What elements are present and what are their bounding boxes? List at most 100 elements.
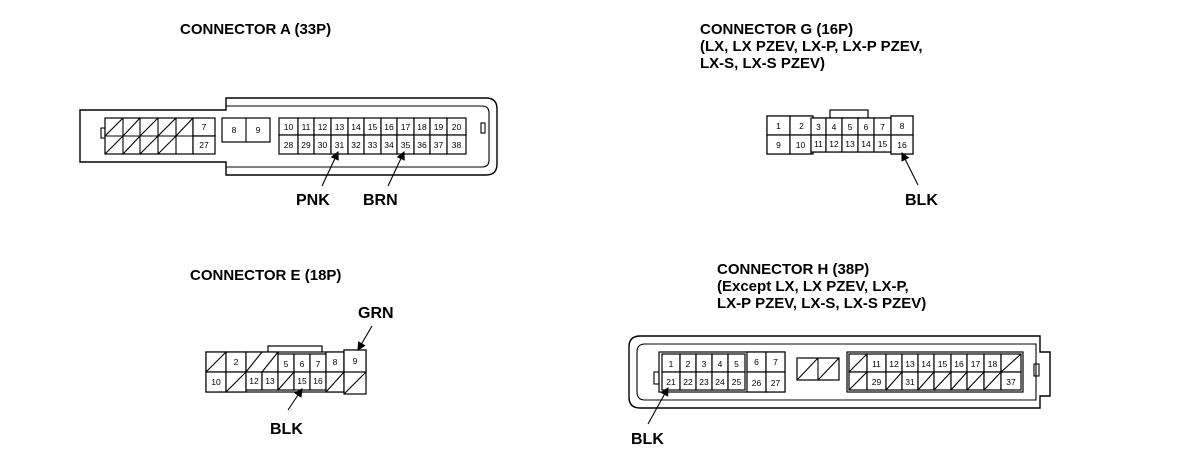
connector-g-pin-5: 5 — [841, 117, 859, 136]
svg-text:10: 10 — [284, 122, 294, 132]
svg-text:20: 20 — [452, 122, 462, 132]
connector-h-pin-26: 26 — [746, 371, 767, 393]
svg-text:19: 19 — [434, 122, 444, 132]
connector-a-pin-36: 36 — [413, 134, 431, 155]
connector-h-blocked-8 — [848, 353, 868, 373]
connector-e-blocked-14 — [277, 371, 295, 391]
svg-text:7: 7 — [880, 122, 885, 132]
connector-h-pin-11: 11 — [866, 353, 887, 373]
connector-e-blocked-4 — [261, 351, 279, 373]
connector-g-pin-10: 10 — [789, 134, 812, 155]
svg-text:10: 10 — [796, 140, 806, 150]
connector-e-pin-6: 6 — [293, 353, 311, 373]
connector-h-blocked-32 — [917, 371, 935, 391]
wire-label-brn: BRN — [363, 192, 398, 209]
connector-a-pin-17: 17 — [396, 117, 415, 136]
svg-text:3: 3 — [702, 359, 707, 369]
connector-a-pin-13: 13 — [330, 117, 349, 136]
connector-h-pin-3: 3 — [695, 353, 713, 373]
svg-text:16: 16 — [313, 376, 323, 386]
connector-h-title-line-3: LX-P PZEV, LX-S, LX-S PZEV) — [717, 295, 926, 312]
svg-text:9: 9 — [776, 140, 781, 150]
connector-a-pin-38: 38 — [446, 134, 467, 155]
connector-e-pin-12: 12 — [245, 371, 263, 391]
connector-g-pin-12: 12 — [825, 134, 843, 153]
connector-a-pin-28: 28 — [278, 134, 299, 155]
connector-e-pin-8: 8 — [325, 351, 345, 373]
connector-h-pin-25: 25 — [727, 371, 746, 391]
connector-a-blocked-cavities — [104, 117, 194, 155]
svg-text:2: 2 — [799, 121, 804, 131]
svg-text:30: 30 — [318, 140, 328, 150]
connector-e: CONNECTOR E (18P) 2 5 6 7 8 10 12 13 15 … — [190, 267, 394, 438]
svg-text:33: 33 — [368, 140, 378, 150]
svg-text:15: 15 — [878, 139, 888, 149]
svg-text:7: 7 — [202, 122, 207, 132]
svg-text:16: 16 — [954, 359, 964, 369]
svg-text:37: 37 — [1006, 377, 1016, 387]
connector-h-pin-1: 1 — [661, 353, 681, 373]
connector-a-pin-10: 10 — [278, 117, 299, 136]
svg-text:8: 8 — [900, 121, 905, 131]
connector-h-blocked-35 — [966, 371, 985, 391]
connector-e-pin-10: 10 — [205, 371, 227, 393]
connector-a-pin-33: 33 — [363, 134, 382, 155]
svg-text:12: 12 — [318, 122, 328, 132]
svg-text:2: 2 — [686, 359, 691, 369]
svg-text:26: 26 — [752, 378, 762, 388]
connector-h-pin-2: 2 — [679, 353, 697, 373]
connector-g-pin-7: 7 — [873, 117, 892, 136]
svg-text:35: 35 — [401, 140, 411, 150]
connector-a-pin-27: 27 — [192, 135, 216, 155]
svg-text:12: 12 — [829, 139, 839, 149]
connector-e-blocked-11 — [225, 371, 247, 393]
svg-text:32: 32 — [351, 140, 361, 150]
svg-text:7: 7 — [316, 359, 321, 369]
connector-h-pin-6: 6 — [746, 351, 767, 373]
connector-h-blocked-36 — [983, 371, 1002, 391]
connector-g-pin-4: 4 — [825, 117, 843, 136]
connector-e-pin-13: 13 — [261, 371, 279, 391]
connector-g-pin-14: 14 — [857, 134, 875, 153]
connector-h-blocked-19 — [1000, 353, 1022, 373]
svg-text:4: 4 — [718, 359, 723, 369]
connector-e-blocked-18 — [343, 371, 367, 395]
svg-text:36: 36 — [417, 140, 427, 150]
connector-g-pin-9: 9 — [766, 134, 791, 155]
connector-a-pin-8: 8 — [232, 125, 237, 135]
svg-text:9: 9 — [353, 356, 358, 366]
svg-text:13: 13 — [905, 359, 915, 369]
wire-label-blk-e: BLK — [270, 421, 303, 438]
connector-h-pin-27: 27 — [765, 371, 786, 393]
connector-e-pin-9: 9 — [343, 349, 367, 373]
connector-a: CONNECTOR A (33P) 7 27 8 9 — [79, 21, 498, 209]
svg-text:5: 5 — [734, 359, 739, 369]
connector-h-pin-17: 17 — [966, 353, 985, 373]
connector-a-title: CONNECTOR A (33P) — [180, 21, 331, 38]
svg-text:13: 13 — [335, 122, 345, 132]
connector-g-pin-13: 13 — [841, 134, 859, 153]
svg-text:31: 31 — [905, 377, 915, 387]
connector-a-pin-20: 20 — [446, 117, 467, 136]
connector-h-pin-22: 22 — [679, 371, 697, 391]
svg-text:17: 17 — [401, 122, 411, 132]
connector-a-pin-19: 19 — [429, 117, 448, 136]
connector-a-pin-37: 37 — [429, 134, 448, 155]
svg-text:14: 14 — [921, 359, 931, 369]
connector-e-pin-7: 7 — [309, 353, 327, 373]
svg-text:24: 24 — [715, 377, 725, 387]
connector-h-pin-5: 5 — [727, 353, 746, 373]
svg-text:15: 15 — [368, 122, 378, 132]
connector-a-brn-leader — [387, 151, 405, 187]
svg-text:27: 27 — [199, 140, 209, 150]
connector-h-pin-16: 16 — [950, 353, 968, 373]
connector-h-pin-12: 12 — [885, 353, 903, 373]
connector-h-pin-37: 37 — [1000, 371, 1022, 391]
svg-text:31: 31 — [335, 140, 345, 150]
connector-g-pin-11: 11 — [810, 134, 827, 153]
connector-e-grn-leader — [357, 325, 373, 351]
svg-text:4: 4 — [832, 122, 837, 132]
svg-text:17: 17 — [971, 359, 981, 369]
connector-h-pin-31: 31 — [901, 371, 919, 391]
